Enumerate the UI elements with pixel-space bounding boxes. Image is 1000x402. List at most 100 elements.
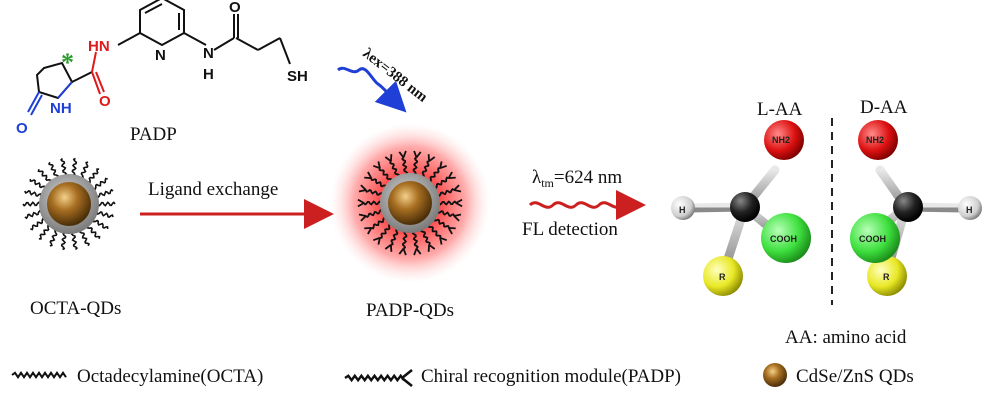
excitation-wave — [337, 66, 407, 113]
ligand-exchange-label: Ligand exchange — [148, 179, 278, 200]
emission-label: λtm=624 nm — [532, 167, 622, 190]
emission-wave — [528, 190, 646, 220]
l-cooh-atom — [761, 213, 811, 263]
svg-text:H: H — [966, 205, 973, 215]
padp-molecule: O NH * O HN N N H — [16, 0, 308, 145]
padp-ligand-chain — [398, 150, 409, 175]
padp-ligand-chain — [411, 231, 422, 256]
octa-ligand-chain — [24, 209, 42, 220]
atom-n-ring: N — [155, 47, 166, 64]
emission: λtm=624 nm FL detection — [522, 167, 646, 240]
octa-ligand-chain — [47, 161, 59, 178]
svg-text:NH2: NH2 — [772, 135, 790, 145]
l-amino-acid-model: H NH2 R COOH — [671, 120, 811, 296]
octa-core — [47, 182, 91, 226]
legend-qd-icon — [763, 363, 787, 387]
octa-ligand-chain — [80, 161, 89, 179]
octa-ligand-chain — [79, 230, 91, 247]
octa-ligand-chain — [38, 224, 51, 240]
padp-ligand-chain — [433, 218, 456, 235]
atom-h-amide: H — [203, 66, 214, 83]
l-aa-title: L-AA — [757, 99, 803, 120]
svg-text:COOH: COOH — [859, 234, 886, 244]
chiral-star: * — [61, 48, 74, 77]
padp-ligand-chain — [384, 228, 399, 252]
padp-ligand-chain — [358, 209, 383, 222]
padp-qd-label: PADP-QDs — [366, 300, 454, 321]
l-h-atom — [671, 196, 695, 220]
octa-ligand-chain — [60, 232, 67, 251]
fl-detection-label: FL detection — [522, 219, 618, 240]
pyrrolidinone-ring — [27, 61, 74, 116]
octa-ligand-chain — [59, 157, 68, 176]
atom-sh: SH — [287, 68, 308, 85]
l-chiral-carbon — [730, 192, 760, 222]
octa-ligand-chain — [22, 201, 41, 207]
padp-ligand-chain — [436, 210, 462, 222]
padp-ligand-chain — [438, 198, 463, 208]
octa-ligand-chain — [71, 157, 78, 176]
atom-nh-ring: NH — [50, 100, 72, 117]
octa-ligands — [22, 157, 116, 251]
padp-label: PADP — [130, 124, 177, 145]
atom-n-amide: N — [203, 45, 214, 62]
octa-ligand-chain — [86, 225, 101, 239]
octa-ligand-chain — [97, 201, 116, 207]
octa-ligand-chain — [96, 211, 114, 218]
svg-text:R: R — [883, 272, 890, 282]
atom-hn: HN — [88, 38, 110, 55]
padp-ligand-chain — [364, 171, 387, 188]
octa-ligand-chain — [96, 188, 114, 199]
svg-text:R: R — [719, 272, 726, 282]
padp-core — [388, 181, 432, 225]
d-h-atom — [958, 196, 982, 220]
atom-o-carbonyl: O — [99, 93, 111, 110]
octa-qd — [22, 157, 116, 251]
d-amino-acid-model: H NH2 R COOH — [850, 120, 982, 296]
svg-text:H: H — [679, 205, 686, 215]
svg-text:COOH: COOH — [770, 234, 797, 244]
legend-octa-label: Octadecylamine(OCTA) — [77, 366, 263, 387]
octa-ligand-chain — [29, 179, 46, 189]
excitation: λex=388 nm — [337, 46, 431, 113]
padp-ligand-chain — [412, 150, 422, 176]
legend-padp-glyph — [344, 368, 413, 388]
svg-text:NH2: NH2 — [866, 135, 884, 145]
padp-ligand-chain — [372, 161, 393, 182]
padp-ligand-chain — [358, 184, 384, 196]
octa-qd-label: OCTA-QDs — [30, 298, 121, 319]
padp-qd — [330, 123, 490, 283]
ligand-exchange-step: Ligand exchange — [140, 179, 334, 229]
atom-o-pyrrol: O — [16, 120, 28, 137]
legend: Octadecylamine(OCTA) Chiral recognition … — [11, 363, 914, 388]
octa-ligand-chain — [70, 232, 79, 251]
padp-ligand-chain — [364, 217, 386, 235]
atom-o-amide: O — [229, 0, 241, 16]
l-nh2-atom — [764, 120, 804, 160]
padp-ligand-chain — [384, 154, 400, 177]
d-r-atom — [867, 256, 907, 296]
legend-padp-label: Chiral recognition module(PADP) — [421, 366, 681, 387]
octa-ligand-chain — [37, 169, 52, 183]
l-r-atom — [703, 256, 743, 296]
amino-acid-note: AA: amino acid — [785, 327, 907, 348]
octa-ligand-chain — [30, 217, 45, 231]
padp-ligand-chain — [429, 161, 448, 182]
octa-ligand-chain — [24, 190, 42, 197]
octa-ligand-chain — [87, 168, 100, 184]
pyridine-ring — [117, 0, 207, 47]
d-aa-title: D-AA — [860, 97, 908, 118]
padp-ligand-chain — [398, 230, 408, 256]
padp-ligand-chain — [420, 229, 436, 252]
legend-octa-glyph — [11, 371, 67, 379]
padp-ligand-chain — [372, 224, 391, 245]
padp-ligand-chain — [421, 154, 436, 178]
d-chiral-carbon — [893, 192, 923, 222]
d-cooh-atom — [850, 213, 900, 263]
octa-ligand-chain — [92, 219, 109, 229]
octa-ligand-chain — [93, 177, 108, 191]
padp-ligands — [357, 150, 463, 256]
padp-ligand-chain — [357, 198, 382, 208]
